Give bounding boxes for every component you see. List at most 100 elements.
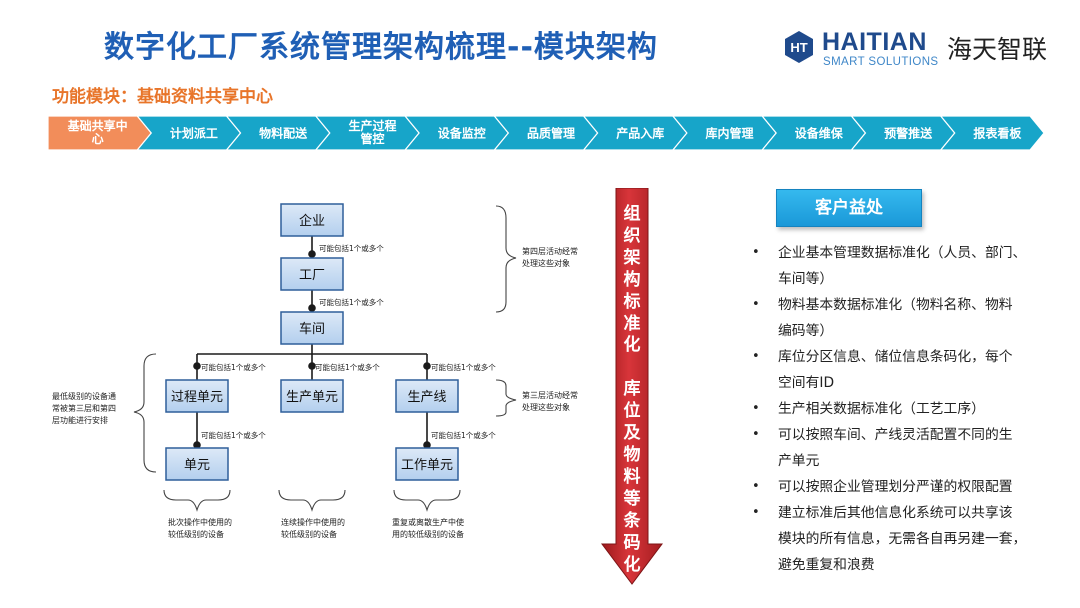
process-step-label: 报表看板 — [973, 126, 1022, 141]
annotation-continuous: 连续操作中使用的 较低级别的设备 — [281, 517, 348, 539]
benefit-list: •企业基本管理数据标准化（人员、部门、车间等）•物料基本数据标准化（物料名称、物… — [752, 240, 1072, 578]
process-step-shape — [136, 116, 242, 150]
node-label: 生产单元 — [286, 390, 338, 405]
bullet-icon: • — [752, 427, 760, 442]
process-step-shape — [225, 116, 331, 150]
node-process-unit: 过程单元 — [165, 379, 229, 413]
benefit-text-line: 产单元 — [778, 453, 820, 469]
edge-label: 可能包括1个或多个 — [431, 362, 496, 372]
benefit-item-2: • 物料基本数据标准化（物料名称、物料编码等） — [752, 292, 1072, 344]
benefit-text-line: 物料基本数据标准化（物料名称、物料 — [778, 297, 1013, 313]
process-step-10[interactable]: 预警推送 — [850, 116, 956, 150]
process-step-3[interactable]: 物料配送 — [225, 116, 331, 150]
process-step-shape — [315, 116, 420, 150]
process-step-shape — [939, 116, 1044, 150]
brace-level3 — [495, 379, 517, 417]
process-step-label: 管控 — [360, 131, 384, 146]
edge-label: 可能包括1个或多个 — [431, 430, 496, 440]
annotation-discrete: 重复或离散生产中使 用的较低级别的设备 — [392, 517, 467, 539]
edge-dot — [308, 250, 316, 258]
logo-mark-text: HT — [790, 40, 807, 55]
page-title: 数字化工厂系统管理架构梳理--模块架构 — [104, 30, 658, 65]
module-subtitle: 功能模块：基础资料共享中心 — [52, 87, 273, 107]
node-label: 生产线 — [407, 390, 446, 405]
process-step-label: 物料配送 — [259, 126, 308, 141]
benefit-item-5: • 可以按照车间、产线灵活配置不同的生产单元 — [752, 422, 1072, 474]
process-step-shape — [761, 116, 867, 150]
node-production-line: 生产线 — [395, 379, 459, 413]
edge-label: 可能包括1个或多个 — [201, 362, 266, 372]
edge-dot — [193, 441, 201, 449]
benefit-text-line: 建立标准后其他信息化系统可以共享该 — [778, 505, 1013, 521]
node-label: 车间 — [299, 321, 325, 337]
brand-name: HAITIAN — [822, 28, 927, 56]
benefit-item-3: •库位分区信息、储位信息条码化，每个空间有ID — [752, 344, 1072, 396]
bullet-icon: • — [752, 297, 760, 312]
process-step-shape — [582, 116, 688, 150]
benefit-item-1: •企业基本管理数据标准化（人员、部门、车间等） — [752, 240, 1072, 292]
node-label: 过程单元 — [171, 390, 223, 405]
edge-label: 可能包括1个或多个 — [319, 297, 384, 307]
process-step-label: 生产过程 — [348, 118, 396, 133]
node-workshop: 车间 — [280, 311, 344, 345]
process-step-label: 计划派工 — [170, 126, 218, 141]
node-factory: 工厂 — [280, 257, 344, 291]
process-step-2[interactable]: 计划派工 — [136, 116, 242, 150]
bullet-icon: • — [752, 349, 760, 364]
process-step-label: 设备维保 — [795, 126, 844, 141]
process-step-5[interactable]: 设备监控 — [404, 116, 510, 150]
benefit-text-line: 库位分区信息、储位信息条码化，每个 — [778, 349, 1013, 365]
bullet-icon: • — [752, 401, 760, 416]
process-step-label: 预警推送 — [884, 126, 933, 141]
bullet-icon: • — [752, 245, 760, 260]
edge-dot — [193, 362, 201, 370]
annotation-lowest-level: 最低级别的设备通 常被第三层和第四 层功能进行安排 — [52, 391, 119, 425]
benefit-text-line: 可以按照车间、产线灵活配置不同的生 — [778, 427, 1013, 443]
process-step-label: 基础共享中 — [67, 118, 128, 133]
edge-dot — [423, 362, 431, 370]
process-step-label: 设备监控 — [438, 126, 486, 141]
benefit-text-line: 车间等） — [778, 271, 834, 287]
organization-hierarchy-diagram: 可能包括1个或多个 可能包括1个或多个 可能包括1个或多个 可能包括1个或多个 … — [52, 203, 581, 539]
process-step-label: 产品入库 — [616, 126, 664, 141]
process-step-bar: 基础共享中心计划派工物料配送生产过程管控设备监控品质管理产品入库库内管理设备维保… — [48, 116, 1044, 150]
benefit-text-line: 模块的所有信息，无需各自再另建一套， — [778, 531, 1027, 547]
annotation-level4: 第四层活动经常 处理这些对象 — [522, 246, 581, 268]
brace-discrete — [393, 489, 461, 512]
benefit-text-line: 避免重复和浪费 — [778, 557, 875, 573]
process-step-8[interactable]: 库内管理 — [672, 116, 777, 150]
process-step-11[interactable]: 报表看板 — [939, 116, 1044, 150]
brand-tagline: SMART SOLUTIONS — [823, 56, 939, 68]
brace-lowest — [133, 353, 157, 473]
brace-level4 — [495, 205, 517, 313]
node-label: 单元 — [184, 458, 210, 473]
edge-label: 可能包括1个或多个 — [319, 243, 384, 253]
benefit-text-line: 编码等） — [778, 323, 834, 339]
benefit-text-line: 可以按照企业管理划分严谨的权限配置 — [778, 479, 1013, 495]
node-label: 企业 — [299, 213, 325, 229]
process-step-shape — [850, 116, 956, 150]
annotation-level3: 第三层活动经常 处理这些对象 — [522, 390, 581, 412]
process-step-shape — [672, 116, 777, 150]
brace-continuous — [278, 489, 346, 512]
standardization-down-arrow — [601, 188, 663, 585]
node-label: 工作单元 — [401, 458, 453, 473]
haitian-logo-icon: HT — [785, 31, 813, 63]
edge-label: 可能包括1个或多个 — [315, 362, 380, 372]
process-step-6[interactable]: 品质管理 — [493, 116, 599, 150]
benefit-item-6: •可以按照企业管理划分严谨的权限配置 — [752, 474, 1072, 500]
process-step-9[interactable]: 设备维保 — [761, 116, 867, 150]
process-step-shape — [493, 116, 599, 150]
benefit-item-7: •建立标准后其他信息化系统可以共享该模块的所有信息，无需各自再另建一套，避免重复… — [752, 500, 1072, 578]
brand-chinese-name: 海天智联 — [947, 35, 1048, 64]
brace-batch — [163, 489, 231, 512]
haitian-logo: HT HAITIAN SMART SOLUTIONS 海天智联 — [782, 26, 1072, 72]
node-unit: 单元 — [165, 447, 229, 481]
edge-dot — [308, 362, 316, 370]
node-production-unit: 生产单元 — [280, 379, 344, 413]
node-enterprise: 企业 — [280, 203, 344, 237]
process-step-7[interactable]: 产品入库 — [582, 116, 688, 150]
benefit-text-line: 生产相关数据标准化（工艺工序） — [778, 401, 985, 417]
